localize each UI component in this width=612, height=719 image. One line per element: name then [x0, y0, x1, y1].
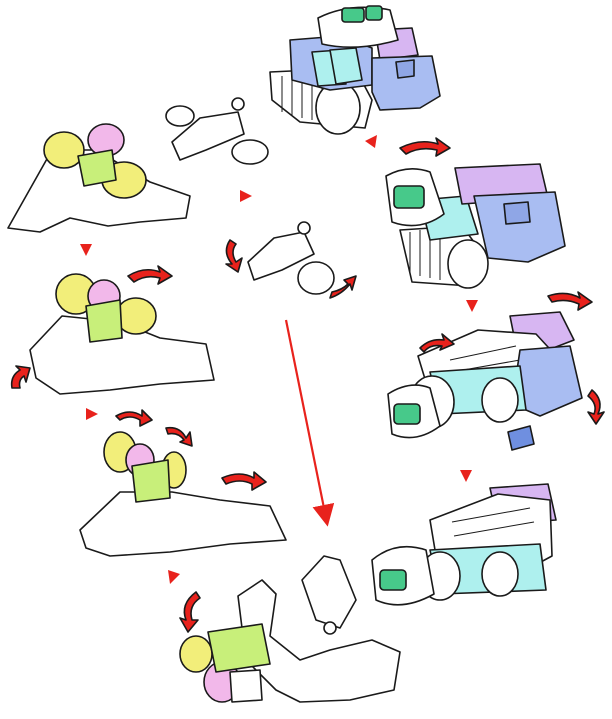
robot-arms — [79, 431, 287, 557]
head-part-1 — [165, 97, 269, 165]
curved-rotate-arrow-icon — [225, 239, 243, 273]
tank-unfold-1 — [385, 163, 566, 289]
triangle-arrow-icon — [466, 300, 478, 312]
long-arrow-icon — [284, 319, 335, 527]
curved-rotate-arrow-icon — [221, 471, 267, 491]
robot-legs — [29, 273, 215, 395]
curved-rotate-arrow-icon — [127, 265, 173, 285]
tank-unfold-2 — [387, 311, 583, 451]
curved-rotate-arrow-icon — [587, 389, 605, 425]
triangle-arrow-icon — [168, 570, 180, 584]
curved-rotate-arrow-icon — [115, 409, 153, 427]
tank-mode-start — [269, 5, 441, 135]
curved-rotate-arrow-icon — [10, 365, 31, 389]
triangle-arrow-icon — [240, 190, 252, 202]
curved-rotate-arrow-icon — [399, 137, 451, 157]
curved-rotate-arrow-icon — [179, 591, 201, 633]
robot-mode-final — [179, 555, 401, 703]
triangle-arrow-icon — [86, 408, 98, 420]
triangle-arrow-icon — [80, 244, 92, 256]
curved-rotate-arrow-icon — [419, 333, 455, 353]
tank-flat — [371, 483, 557, 606]
curved-rotate-arrow-icon — [329, 275, 357, 299]
robot-assemble — [7, 123, 191, 233]
triangle-arrow-icon — [365, 135, 377, 148]
triangle-arrow-icon — [460, 470, 472, 482]
head-part-2 — [247, 221, 335, 295]
curved-rotate-arrow-icon — [165, 426, 193, 447]
curved-rotate-arrow-icon — [547, 291, 593, 311]
